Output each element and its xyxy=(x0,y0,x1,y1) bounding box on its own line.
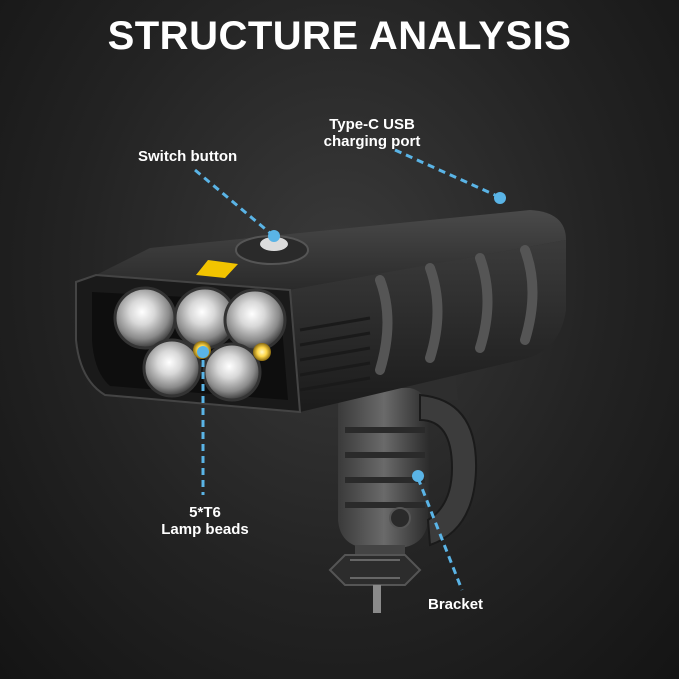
callout-dot-beads xyxy=(197,346,209,358)
callout-dot-bracket xyxy=(412,470,424,482)
callout-dots xyxy=(197,192,506,482)
switch-button xyxy=(235,235,309,265)
lamp-beads-label: 5*T6 Lamp beads xyxy=(150,504,260,538)
warning-sticker xyxy=(196,260,238,278)
callout-line-bracket xyxy=(416,477,464,591)
usb-port-label-line2: charging port xyxy=(323,133,421,150)
callout-dot-switch xyxy=(268,230,280,242)
callout-lines xyxy=(194,148,496,591)
bracket-label: Bracket xyxy=(428,596,484,613)
lamp-beads-label-line1: 5*T6 xyxy=(189,504,221,521)
switch-button-label: Switch button xyxy=(138,148,238,165)
usb-port-label-line1: Type-C USB xyxy=(329,116,415,133)
callout-line-usb xyxy=(394,148,496,197)
callout-line-switch xyxy=(194,168,271,235)
lamp-beads xyxy=(113,286,287,402)
usb-port-label: Type-C USB charging port xyxy=(302,116,442,150)
page-title: STRUCTURE ANALYSIS xyxy=(107,14,572,58)
bracket xyxy=(328,368,478,613)
callout-dot-usb xyxy=(494,192,506,204)
lamp-beads-label-line2: Lamp beads xyxy=(161,521,249,538)
